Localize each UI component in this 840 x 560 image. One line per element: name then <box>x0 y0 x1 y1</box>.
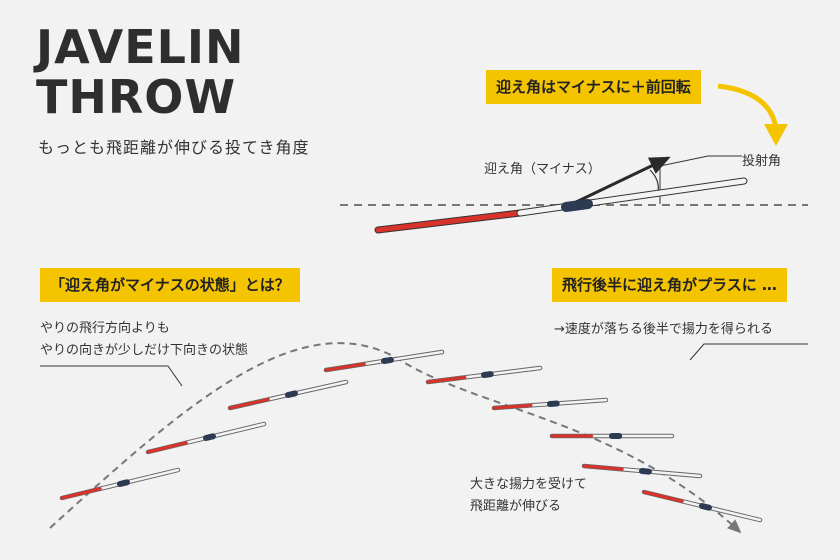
subtitle: もっとも飛距離が伸びる投てき角度 <box>38 138 310 157</box>
flight-javelin-grip <box>481 371 494 378</box>
flight-javelin-grip <box>699 503 712 511</box>
lift-note-line-1: 大きな揚力を受けて <box>470 477 588 492</box>
flight-javelin-tail <box>146 441 188 454</box>
flight-javelin-shaft <box>681 499 762 522</box>
right-callout-text: →速度が落ちる後半で揚力を得られる <box>554 322 773 337</box>
right-callout-tag: 飛行後半に迎え角がプラスに … <box>552 268 787 302</box>
left-callout-line-1: やりの飛行方向よりも <box>40 321 170 336</box>
flight-javelin-shaft <box>529 398 608 407</box>
lift-note-line-2: 飛距離が伸びる <box>470 499 562 514</box>
flight-javelin-shaft <box>363 350 444 366</box>
flight-javelin-shaft <box>267 380 348 401</box>
flight-direction-arrow <box>571 156 671 206</box>
flight-javelins <box>59 349 763 523</box>
flight-javelin-shaft <box>621 468 702 478</box>
left-callout-line-2: やりの向きが少しだけ下向きの状態 <box>40 343 249 358</box>
left-callout-line <box>40 365 183 387</box>
title-line-2: THROW <box>36 70 237 124</box>
flight-javelin-grip <box>285 390 298 398</box>
flight-javelin-tail <box>324 362 366 372</box>
flight-javelin-grip <box>639 468 652 475</box>
flight-javelin-shaft <box>99 468 180 491</box>
rotation-arrow <box>717 83 779 129</box>
flight-javelin-tail <box>582 464 624 471</box>
flight-javelin-tail <box>426 375 467 384</box>
projection-angle-label: 投射角 <box>742 154 782 169</box>
lift-note: 大きな揚力を受けて 飛距離が伸びる <box>470 474 587 518</box>
right-callout-line <box>689 343 808 361</box>
main-javelin <box>374 177 748 234</box>
top-callout-tag: 迎え角はマイナスに＋前回転 <box>486 70 701 104</box>
left-callout-text: やりの飛行方向よりも やりの向きが少しだけ下向きの状態 <box>40 318 248 362</box>
projection-leader-line <box>659 155 742 204</box>
flight-javelin-shaft <box>185 422 266 445</box>
flight-javelin-tail <box>228 397 270 410</box>
attack-angle-arc <box>649 169 659 193</box>
attack-angle-label: 迎え角（マイナス） <box>484 162 601 177</box>
flight-javelin-tail <box>492 403 533 410</box>
flight-javelin-grip <box>117 479 130 487</box>
flight-javelin-grip <box>203 433 216 441</box>
flight-javelin-tail <box>60 487 102 500</box>
flight-javelin-shaft <box>463 366 542 379</box>
left-callout-tag: 「迎え角がマイナスの状態」とは？ <box>40 268 300 302</box>
rotation-arrowhead <box>764 124 788 146</box>
flight-javelin-tail <box>642 490 684 503</box>
page-title: JAVELIN THROW <box>36 22 245 122</box>
flight-javelin-grip <box>381 356 394 364</box>
title-line-1: JAVELIN <box>36 20 245 74</box>
